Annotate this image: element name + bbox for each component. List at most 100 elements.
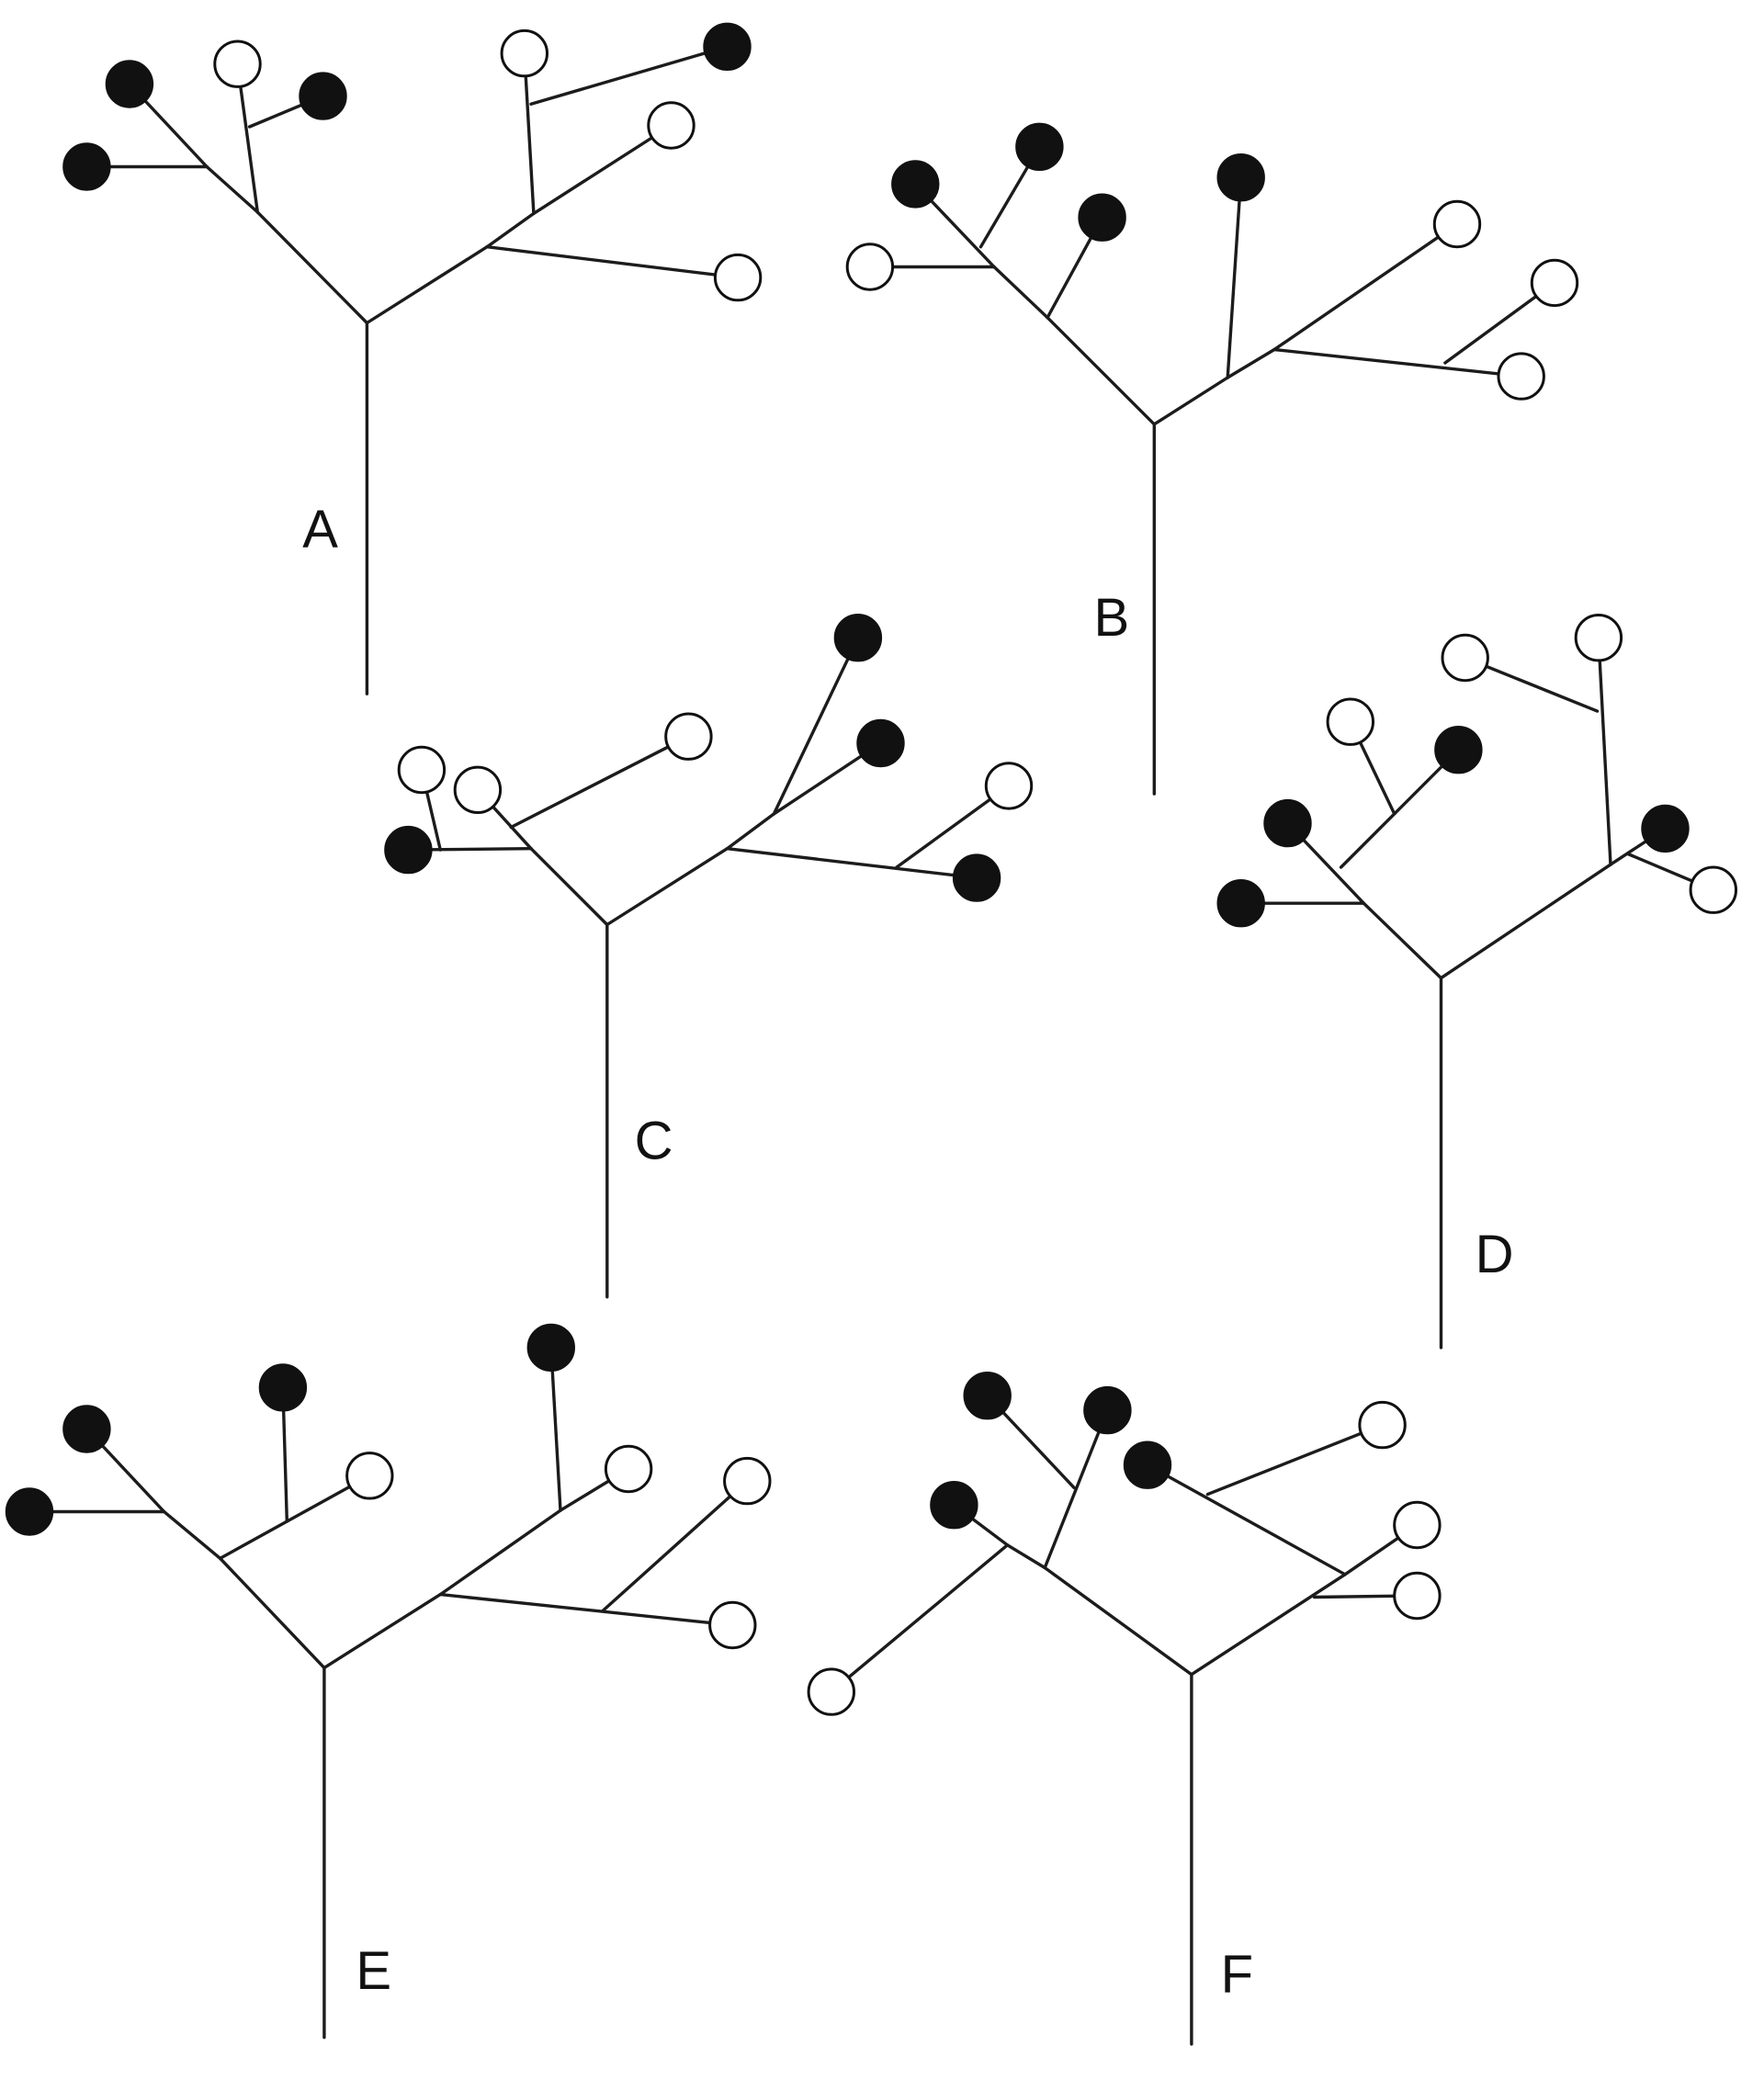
tree-b-branch-10 bbox=[1226, 347, 1276, 379]
tree-f-leaf-7-open bbox=[1393, 1500, 1442, 1550]
tree-e-leaf-2-filled bbox=[62, 1405, 111, 1453]
tree-f-leaf-4-filled bbox=[1083, 1385, 1132, 1435]
tree-d-leaf-8-open bbox=[1689, 865, 1738, 914]
tree-b-leaf-4-filled bbox=[1078, 193, 1126, 242]
tree-e-leaf-7-open bbox=[723, 1456, 772, 1506]
tree-f-branch-9 bbox=[1146, 1463, 1347, 1576]
tree-c-leaf-7-open bbox=[984, 762, 1034, 810]
tree-a-leaf-4-filled bbox=[299, 72, 347, 120]
tree-e-label: E bbox=[356, 1941, 391, 2001]
tree-f-leaf-3-filled bbox=[963, 1372, 1012, 1420]
tree-d: D bbox=[1216, 614, 1738, 1350]
tree-a-leaf-1-filled bbox=[62, 142, 111, 191]
tree-a-leaf-3-open bbox=[213, 40, 262, 88]
tree-a-leaf-5-open bbox=[500, 28, 548, 78]
tree-d-branch-2 bbox=[1362, 901, 1443, 980]
tree-e-branch-6 bbox=[218, 1474, 371, 1561]
tree-b-leaf-8-open bbox=[1497, 352, 1545, 401]
tree-c-branch-7 bbox=[605, 847, 729, 927]
tree-d-leaf-5-open bbox=[1441, 633, 1489, 683]
tree-b-leaf-5-filled bbox=[1216, 153, 1265, 202]
tree-e-branch-10 bbox=[549, 1346, 562, 1512]
tree-d-leaf-6-open bbox=[1574, 614, 1623, 662]
tree-a-leaf-2-filled bbox=[105, 60, 154, 108]
tree-f-branch-4 bbox=[830, 1543, 1010, 1694]
tree-c-label: C bbox=[635, 1111, 673, 1170]
tree-b: B bbox=[845, 122, 1579, 796]
tree-a-branch-6 bbox=[235, 62, 259, 214]
tree-e-branch-12 bbox=[438, 1592, 734, 1627]
tree-e-leaf-3-filled bbox=[258, 1363, 308, 1412]
tree-f-leaf-2-filled bbox=[930, 1481, 978, 1530]
tree-c-leaf-6-filled bbox=[856, 718, 905, 768]
tree-e-leaf-6-open bbox=[604, 1444, 653, 1494]
tree-d-branch-5 bbox=[1339, 748, 1461, 869]
tree-a: A bbox=[62, 22, 763, 695]
tree-e: E bbox=[5, 1323, 772, 2039]
tree-e-branch-3 bbox=[162, 1509, 222, 1561]
tree-b-leaf-2-filled bbox=[891, 160, 940, 209]
tree-e-branch-9 bbox=[438, 1508, 562, 1597]
tree-a-branch-2 bbox=[255, 210, 369, 325]
tree-a-leaf-8-open bbox=[713, 253, 763, 302]
tree-d-leaf-2-filled bbox=[1263, 798, 1312, 848]
tree-b-branch-11 bbox=[1272, 222, 1459, 352]
tree-d-label: D bbox=[1476, 1225, 1514, 1284]
tree-b-branch-12 bbox=[1272, 347, 1523, 378]
tree-c-branch-2 bbox=[529, 847, 609, 927]
tree-f-leaf-8-open bbox=[1393, 1571, 1442, 1621]
tree-c-branch-6 bbox=[509, 735, 691, 830]
tree-f-label: F bbox=[1221, 1945, 1253, 2005]
tree-d-leaf-3-open bbox=[1326, 697, 1375, 746]
tree-b-branch-9 bbox=[1226, 175, 1243, 379]
tree-f-leaf-5-filled bbox=[1123, 1440, 1172, 1489]
tree-b-branch-3 bbox=[992, 265, 1049, 320]
tree-f-branch-3 bbox=[1005, 1543, 1046, 1570]
tree-b-leaf-3-filled bbox=[1015, 122, 1064, 172]
tree-c-leaf-3-open bbox=[453, 765, 503, 814]
tree-c-leaf-5-filled bbox=[833, 614, 883, 662]
tree-a-branch-12 bbox=[532, 123, 673, 216]
tree-f-branch-8 bbox=[1190, 1573, 1347, 1677]
tree-a-branch-3 bbox=[205, 164, 259, 214]
tree-e-leaf-5-filled bbox=[526, 1323, 575, 1373]
tree-b-leaf-6-open bbox=[1432, 199, 1482, 249]
tree-a-branch-13 bbox=[485, 245, 740, 279]
tree-e-leaf-8-open bbox=[708, 1600, 757, 1650]
tree-c-leaf-1-filled bbox=[384, 825, 433, 875]
tree-f-branch-2 bbox=[1043, 1565, 1193, 1677]
tree-e-leaf-1-filled bbox=[5, 1487, 54, 1536]
tree-d-leaf-7-filled bbox=[1641, 804, 1690, 853]
tree-f-leaf-1-open bbox=[807, 1667, 855, 1716]
tree-d-leaf-4-filled bbox=[1434, 726, 1483, 774]
tree-a-leaf-6-filled bbox=[703, 22, 752, 71]
tree-e-branch-13 bbox=[601, 1479, 749, 1612]
tree-a-branch-9 bbox=[485, 211, 536, 249]
tree-a-branch-10 bbox=[523, 51, 536, 216]
tree-c-branch-11 bbox=[725, 847, 978, 880]
tree-c-leaf-4-open bbox=[664, 712, 713, 761]
tree-a-leaf-7-open bbox=[647, 101, 695, 150]
tree-f-branch-10 bbox=[1205, 1423, 1385, 1497]
tree-c-branch-8 bbox=[725, 812, 776, 851]
tree-f-branch-6 bbox=[1043, 1408, 1110, 1570]
tree-b-branch-2 bbox=[1046, 316, 1157, 426]
tree-b-label: B bbox=[1093, 588, 1129, 648]
tree-e-branch-8 bbox=[322, 1592, 442, 1670]
tree-c: C bbox=[384, 614, 1034, 1299]
tree-b-branch-8 bbox=[1152, 376, 1229, 426]
tree-b-leaf-7-open bbox=[1530, 258, 1579, 308]
tree-a-branch-11 bbox=[529, 45, 729, 107]
tree-b-leaf-1-open bbox=[845, 243, 895, 291]
tree-f: F bbox=[807, 1372, 1442, 2046]
tree-d-leaf-1-filled bbox=[1216, 879, 1265, 928]
tree-a-label: A bbox=[302, 500, 338, 559]
tree-a-branch-8 bbox=[365, 245, 489, 325]
tree-c-leaf-2-open bbox=[397, 745, 447, 795]
tree-c-branch-9 bbox=[772, 636, 860, 816]
tree-f-leaf-6-open bbox=[1358, 1400, 1407, 1450]
tree-e-leaf-4-open bbox=[345, 1452, 394, 1500]
tree-d-branch-7 bbox=[1439, 863, 1612, 980]
tree-e-branch-2 bbox=[218, 1556, 326, 1670]
